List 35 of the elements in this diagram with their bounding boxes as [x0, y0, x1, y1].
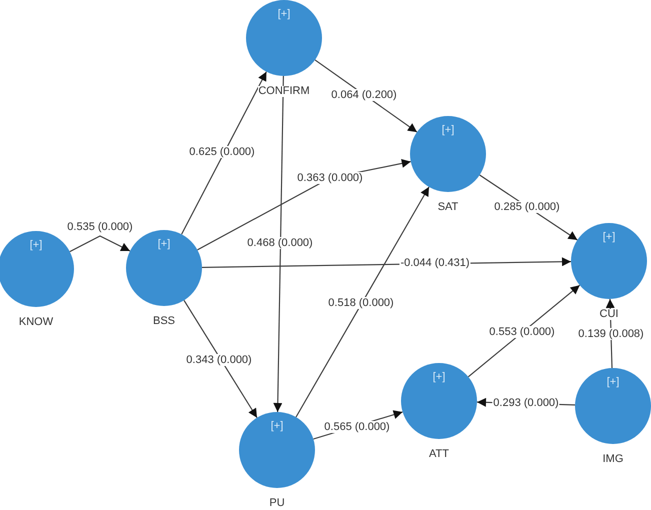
- expand-marker: [+]: [432, 371, 446, 383]
- path-coefficient: 0.535 (0.000): [66, 221, 134, 233]
- path-coefficient: 0.139 (0.008): [577, 328, 645, 340]
- path-coefficient: 0.285 (0.000): [493, 201, 561, 213]
- path-coefficient: 0.064 (0.200): [330, 89, 398, 101]
- path-arrow: [70, 235, 130, 252]
- path-coefficient: 0.343 (0.000): [185, 354, 253, 366]
- path-coefficient: 0.293 (0.000): [492, 397, 560, 409]
- construct-label: PU: [269, 498, 285, 509]
- path-coefficient: 0.565 (0.000): [323, 421, 391, 433]
- construct-label: BSS: [152, 316, 175, 327]
- path-coefficient: 0.553 (0.000): [488, 326, 556, 338]
- construct-label: CUI: [600, 309, 618, 320]
- path-coefficient: -0.044 (0.431): [399, 257, 471, 269]
- construct-label: IMG: [602, 454, 624, 465]
- path-arrow: [184, 300, 258, 418]
- path-arrow: [181, 71, 267, 235]
- expand-marker: [+]: [278, 8, 290, 20]
- construct-label: KNOW: [18, 317, 54, 328]
- path-coefficient: 0.518 (0.000): [327, 297, 395, 309]
- construct-label: ATT: [429, 449, 449, 460]
- path-arrow: [468, 284, 580, 378]
- expand-marker: [+]: [606, 376, 620, 388]
- path-coefficient: 0.468 (0.000): [246, 237, 314, 249]
- expand-marker: [+]: [270, 420, 284, 432]
- construct-label: CONFIRM: [258, 86, 310, 97]
- construct-label: SAT: [438, 202, 458, 213]
- expand-marker: [+]: [30, 239, 42, 251]
- path-coefficient: 0.625 (0.000): [188, 146, 256, 158]
- expand-marker: [+]: [158, 238, 170, 250]
- expand-marker: [+]: [442, 124, 454, 136]
- path-arrow: [273, 76, 284, 412]
- expand-marker: [+]: [602, 231, 616, 243]
- path-coefficient: 0.363 (0.000): [296, 172, 364, 184]
- path-arrow: [296, 186, 430, 418]
